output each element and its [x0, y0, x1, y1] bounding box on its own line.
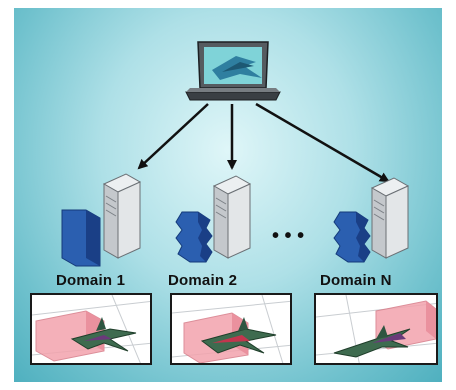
arrow-to-domain-1	[137, 103, 209, 170]
domain-n-servers	[333, 177, 410, 263]
domain-2-thumbnail	[170, 293, 292, 365]
arrow-to-domain-n	[255, 102, 390, 183]
domain-2-servers	[175, 175, 252, 263]
domain-1-servers	[61, 173, 142, 267]
server-icon	[370, 177, 410, 259]
server-icon	[102, 173, 142, 259]
server-icon	[212, 175, 252, 259]
aircraft-icon	[70, 317, 137, 352]
laptop-icon	[185, 41, 281, 101]
aircraft-icon	[200, 317, 277, 354]
domain-n-thumbnail	[314, 293, 438, 365]
aircraft-icon	[333, 325, 411, 358]
domain-n-label: Domain N	[320, 272, 392, 289]
ellipsis: • • •	[272, 225, 304, 247]
domain-2-label: Domain 2	[168, 272, 238, 289]
domain-1-thumbnail	[30, 293, 152, 365]
domain-1-label: Domain 1	[56, 272, 126, 289]
